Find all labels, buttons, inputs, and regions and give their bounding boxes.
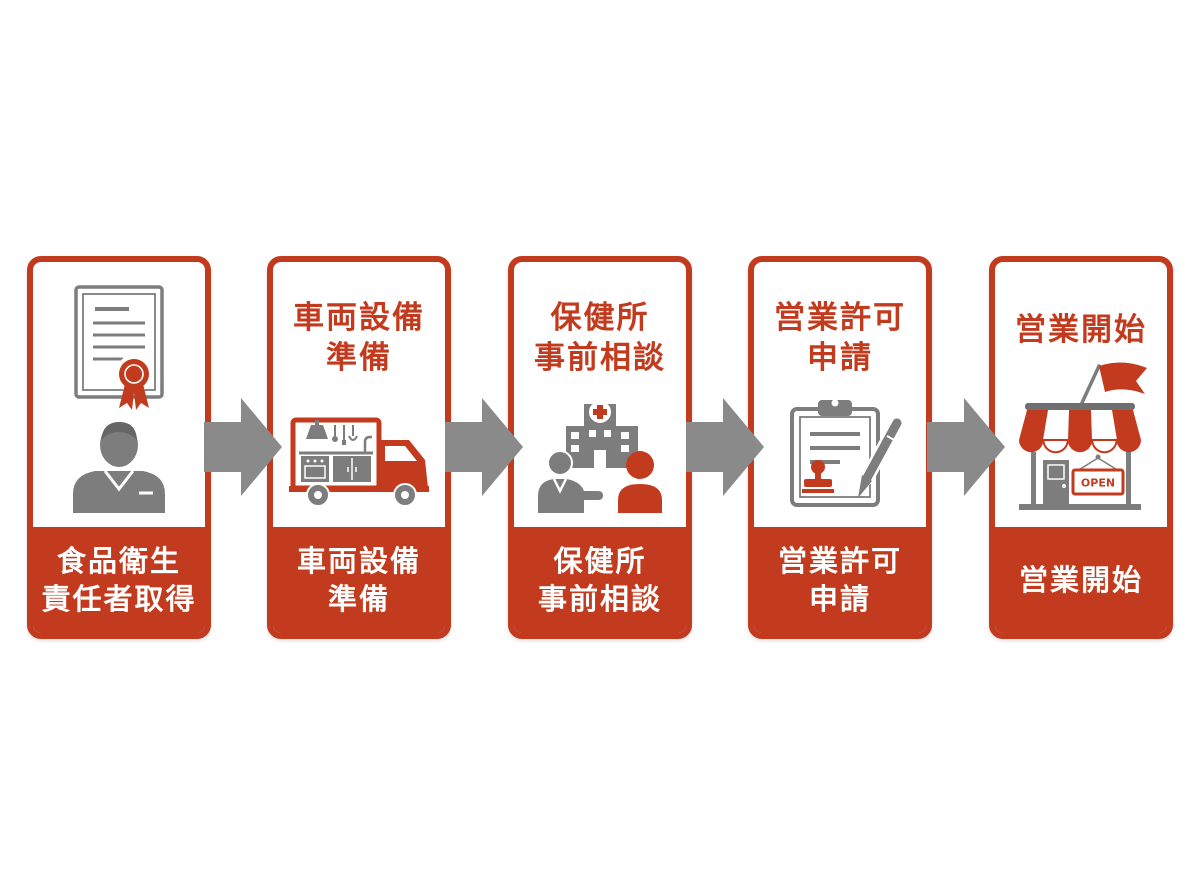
right-arrow-icon [686,398,764,496]
step-title-line: 営業開始 [1015,312,1147,348]
step-card-business-permit-application: 営業許可 申請 営業許可 申請 [748,256,932,639]
step-card-food-hygiene-manager: 食品衛生 責任者取得 [27,256,211,639]
awning-icon [1019,403,1141,454]
step-label-line: 車両設備 [296,544,421,578]
step-title: 保健所 事前相談 [514,298,686,378]
step-label-line: 食品衛生 [56,544,181,578]
step-illustration [73,285,165,513]
pen-icon [858,416,904,498]
hospital-icon [566,401,638,468]
step-title: 車両設備 準備 [273,298,445,378]
consultant-person-icon [538,450,603,513]
step-title-line: 車両設備 [293,300,425,336]
food-truck-icon [289,417,429,507]
step-card-business-start: 営業開始 O [989,256,1173,639]
step-label: 営業開始 [995,527,1167,633]
flow-arrow [204,398,282,496]
step-card-health-center-consultation: 保健所 事前相談 保健所 事前相談 [508,256,692,639]
visitor-person-icon [618,451,662,513]
step-title-line: 営業許可 [774,300,906,336]
step-illustration [790,399,904,507]
stamp-icon [802,460,834,493]
step-title: 営業開始 [995,310,1167,350]
step-title-line: 事前相談 [534,340,666,376]
right-arrow-icon [927,398,1005,496]
step-label-line: 営業許可 [777,544,902,578]
right-arrow-icon [204,398,282,496]
flow-arrow [445,398,523,496]
step-label-line: 事前相談 [537,582,662,616]
right-arrow-icon [445,398,523,496]
flag-icon [1079,362,1147,407]
open-sign-icon: OPEN [1071,454,1125,496]
open-sign-text: OPEN [1081,477,1115,490]
step-label-line: 準備 [327,582,390,616]
step-label-line: 営業開始 [1018,563,1143,597]
step-label: 保健所 事前相談 [514,527,686,633]
step-label-line: 責任者取得 [41,582,197,616]
step-title: 営業許可 申請 [754,298,926,378]
flow-arrow [927,398,1005,496]
person-icon [73,422,165,513]
step-label: 営業許可 申請 [754,527,926,633]
step-label: 食品衛生 責任者取得 [33,527,205,633]
step-title-line: 準備 [326,340,392,376]
step-label-line: 申請 [808,582,871,616]
step-card-vehicle-equipment: 車両設備 準備 [267,256,451,639]
step-title-line: 保健所 [550,300,650,336]
step-illustration [538,401,662,513]
step-illustration: OPEN [1019,362,1147,510]
step-label: 車両設備 準備 [273,527,445,633]
flow-arrow [686,398,764,496]
step-title-line: 申請 [807,340,873,376]
award-ribbon-icon [115,355,153,410]
step-label-line: 保健所 [553,544,647,578]
step-illustration [289,417,429,507]
storefront-icon [1019,452,1141,510]
